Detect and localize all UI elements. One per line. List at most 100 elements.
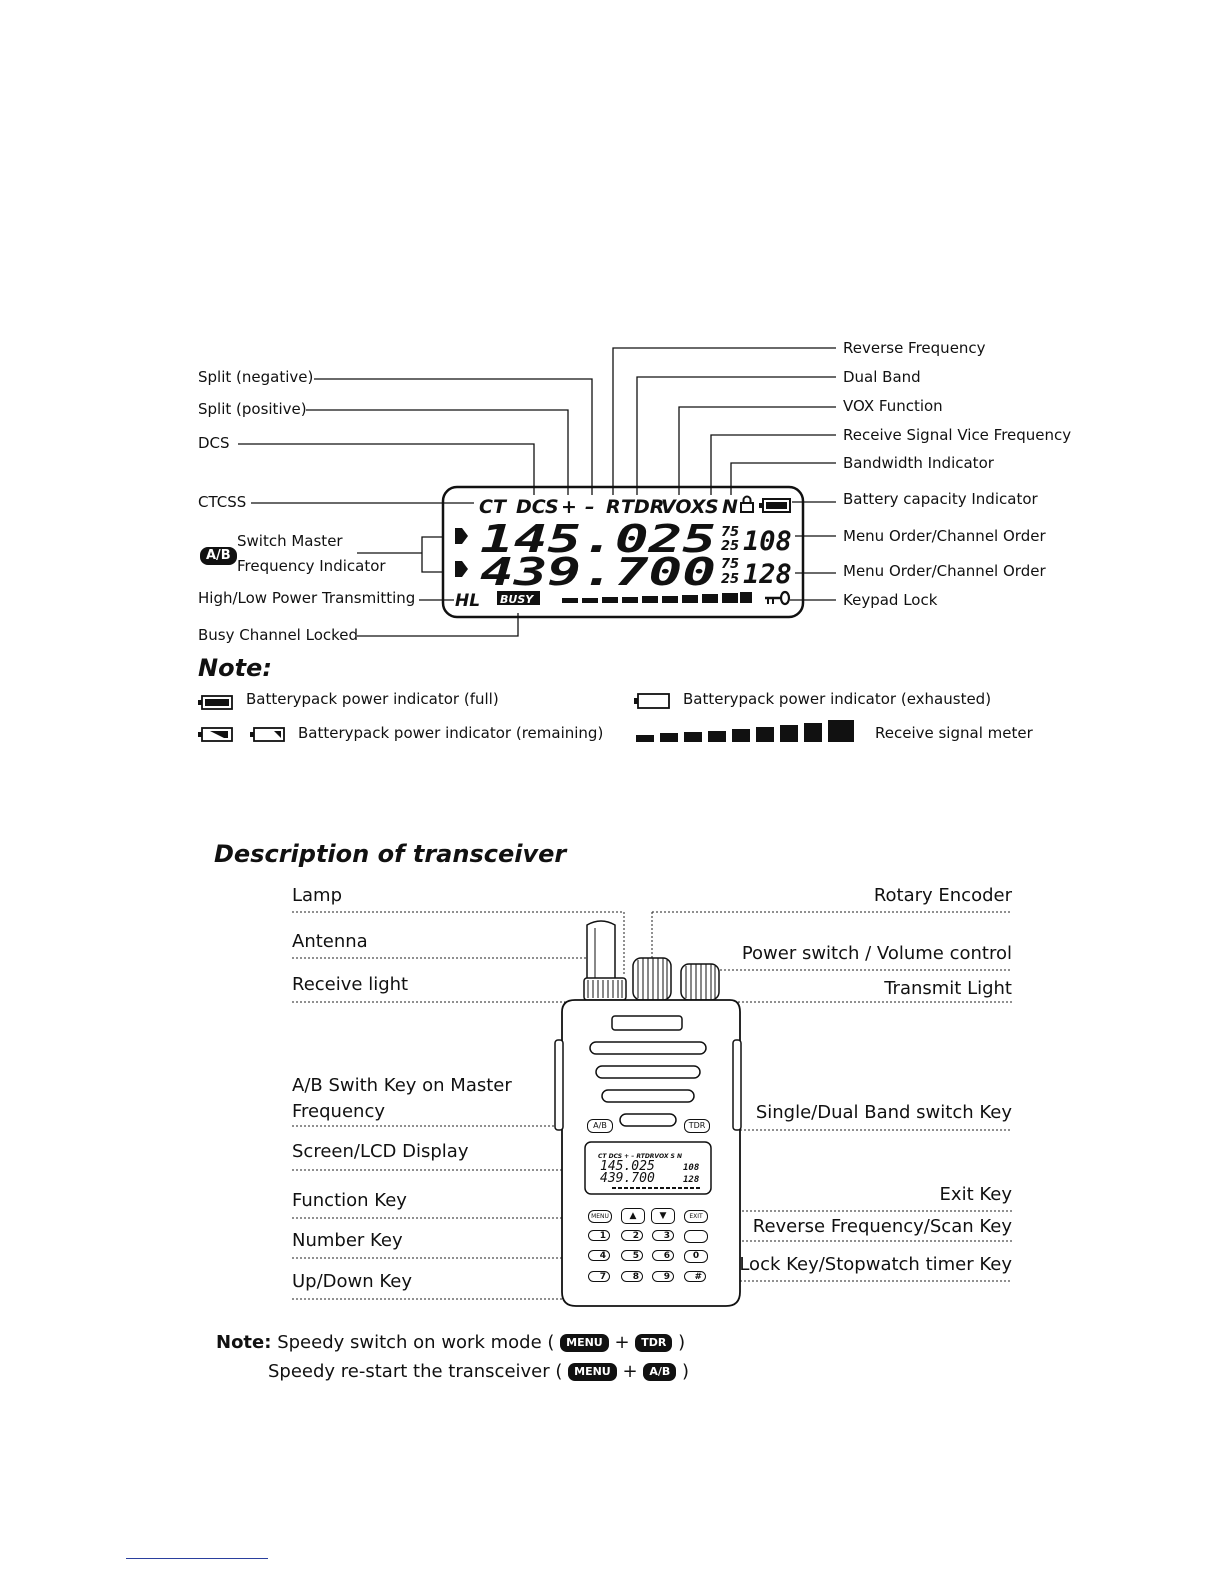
- battery-full-icon: [198, 695, 233, 710]
- bottom-note-2-text: Speedy re-start the transceiver (: [268, 1361, 563, 1382]
- key-1[interactable]: 1: [588, 1230, 610, 1241]
- up-key[interactable]: ▲: [621, 1208, 645, 1224]
- key-8[interactable]: 8: [621, 1271, 643, 1282]
- lcd-minus: –: [585, 496, 595, 518]
- tdr-key[interactable]: TDR: [684, 1119, 710, 1133]
- label-busy-channel-locked: Busy Channel Locked: [198, 626, 359, 644]
- lcd-s: S: [705, 496, 719, 518]
- label-antenna: Antenna: [292, 931, 368, 952]
- ab-badge-2: A/B: [643, 1363, 677, 1381]
- label-number-key: Number Key: [292, 1230, 403, 1251]
- close-2: ): [681, 1361, 689, 1382]
- mini-ch-2: 128: [683, 1175, 699, 1185]
- bottom-note-2: Speedy re-start the transceiver ( MENU +…: [268, 1361, 689, 1382]
- ab-badge: A/B: [200, 545, 237, 565]
- tdr-badge: TDR: [635, 1334, 673, 1352]
- label-lamp: Lamp: [292, 885, 343, 906]
- label-frequency-indicator: Frequency Indicator: [237, 557, 386, 575]
- lcd-step-top-2: 75: [721, 557, 739, 572]
- lcd-hl: HL: [455, 591, 480, 611]
- label-battery-capacity: Battery capacity Indicator: [843, 490, 1038, 508]
- bottom-note-1: Note: Speedy switch on work mode ( MENU …: [216, 1332, 685, 1353]
- label-bandwidth: Bandwidth Indicator: [843, 454, 994, 472]
- label-reverse-frequency: Reverse Frequency: [843, 339, 986, 357]
- key-0[interactable]: 0: [684, 1250, 708, 1263]
- mini-ch-1: 108: [683, 1163, 699, 1173]
- label-rotary-encoder: Rotary Encoder: [873, 885, 1012, 906]
- lcd-busy-box: [497, 591, 540, 605]
- key-3[interactable]: 3: [652, 1230, 674, 1241]
- exit-key[interactable]: EXIT: [684, 1210, 708, 1223]
- bottom-note-prefix: Note:: [216, 1332, 272, 1353]
- key-2[interactable]: 2: [621, 1230, 643, 1241]
- label-single-dual: Single/Dual Band switch Key: [755, 1102, 1012, 1123]
- label-power-switch: Power switch / Volume control: [741, 943, 1012, 964]
- note-battery-exhausted: Batterypack power indicator (exhausted): [683, 690, 992, 708]
- label-dcs: DCS: [198, 434, 230, 452]
- scan-key[interactable]: [684, 1230, 708, 1243]
- signal-meter-icon: [636, 720, 854, 742]
- note-signal-meter: Receive signal meter: [875, 724, 1033, 742]
- bottom-note-1-text: Speedy switch on work mode (: [277, 1332, 555, 1353]
- footer-rule: [126, 1558, 268, 1559]
- label-transmit-light: Transmit Light: [884, 978, 1012, 999]
- lcd-signal-bars: [562, 592, 752, 603]
- label-screen: Screen/LCD Display: [292, 1141, 469, 1162]
- label-switch-master: Switch Master: [237, 532, 343, 550]
- lcd-r: R: [606, 496, 621, 518]
- note-battery-remaining: Batterypack power indicator (remaining): [298, 724, 604, 742]
- menu-badge-1: MENU: [560, 1334, 609, 1352]
- lcd-ct: CT: [479, 496, 508, 518]
- key-4[interactable]: 4: [588, 1250, 610, 1261]
- key-6[interactable]: 6: [652, 1250, 674, 1261]
- lcd-frequency-1: 145.025: [480, 517, 716, 561]
- key-5[interactable]: 5: [621, 1250, 643, 1261]
- label-exit-key: Exit Key: [939, 1184, 1012, 1205]
- plus-2: +: [622, 1361, 638, 1382]
- menu-key[interactable]: MENU: [588, 1210, 612, 1223]
- lcd-frequency-2: 439.700: [480, 550, 716, 594]
- ab-key[interactable]: A/B: [587, 1119, 613, 1133]
- volume-knob: [632, 957, 672, 1001]
- key-9[interactable]: 9: [652, 1271, 674, 1282]
- svg-text:CT DCS + – RTDRVOX S N: CT DCS + – RTDRVOX S N: [598, 1153, 682, 1160]
- label-dual-band: Dual Band: [843, 368, 921, 386]
- key-hash[interactable]: #: [684, 1271, 706, 1282]
- lcd-channel-1: 108: [743, 526, 792, 557]
- lcd-diagram: CT DCS + – R TDR VOX S N 145.025 439.700…: [198, 347, 854, 742]
- label-function-key: Function Key: [292, 1190, 407, 1211]
- padlock-icon: [740, 495, 754, 513]
- lcd-busy: BUSY: [500, 593, 534, 606]
- label-updown-key: Up/Down Key: [292, 1271, 413, 1292]
- label-receive-light: Receive light: [292, 974, 409, 995]
- mini-freq-2: 439.700: [600, 1171, 655, 1186]
- mini-freq-1: 145.025: [600, 1159, 655, 1174]
- down-arrow-icon: ▼: [659, 1211, 667, 1221]
- lcd-channel-2: 128: [743, 559, 792, 590]
- close-1: ): [678, 1332, 686, 1353]
- plus-1: +: [614, 1332, 630, 1353]
- label-split-positive: Split (positive): [198, 400, 307, 418]
- label-high-low-power: High/Low Power Transmitting: [198, 589, 416, 607]
- label-lock-key: Lock Key/Stopwatch timer Key: [739, 1254, 1012, 1275]
- down-key[interactable]: ▼: [651, 1208, 675, 1224]
- battery-exhausted-icon: [634, 693, 670, 709]
- antenna: [583, 920, 627, 1001]
- label-reverse-scan: Reverse Frequency/Scan Key: [752, 1216, 1012, 1237]
- note-title: Note:: [198, 654, 272, 682]
- battery-icon: [759, 498, 791, 513]
- label-ab-key-2: Frequency: [292, 1101, 385, 1122]
- lcd-n: N: [722, 496, 738, 518]
- lcd-tdr: TDR: [621, 496, 664, 518]
- label-vox-function: VOX Function: [843, 397, 943, 415]
- menu-badge-2: MENU: [568, 1363, 617, 1381]
- radio-body: CT DCS + – RTDRVOX S N 145.025 439.700 1…: [554, 999, 742, 1307]
- lcd-plus: +: [561, 496, 577, 518]
- lcd-dcs: DCS: [516, 496, 559, 518]
- lcd-step-bottom-2: 25: [721, 572, 739, 587]
- label-ctcss: CTCSS: [198, 493, 247, 511]
- lcd-step-bottom-1: 25: [721, 539, 739, 554]
- key-7[interactable]: 7: [588, 1271, 610, 1282]
- label-ab-key-1: A/B Swith Key on Master: [292, 1075, 512, 1096]
- rotary-encoder-knob: [680, 963, 720, 1001]
